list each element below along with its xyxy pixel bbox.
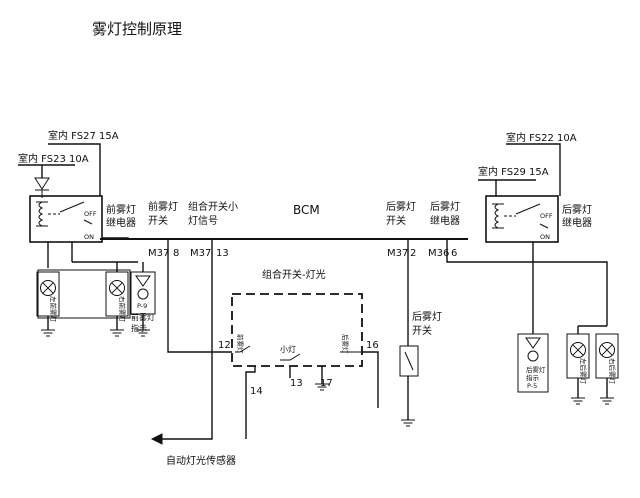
fs29-wire: [478, 179, 536, 196]
rear-fog-switch: [399, 345, 419, 377]
combo-switch-label: 组合开关-灯光: [262, 268, 326, 281]
rear-fog-relay: OFF ON: [485, 195, 559, 243]
front-relay-label: 前雾灯 继电器: [106, 203, 136, 229]
front-lamp-right-label: 右前雾灯: [118, 296, 127, 323]
combo-small-lamp-tag: 小灯: [280, 344, 296, 354]
fuse-fs29-label: 室内 FS29 15A: [478, 165, 549, 178]
svg-text:前雾灯: 前雾灯: [106, 203, 136, 216]
auto-light-sensor-label: 自动灯光传感器: [166, 454, 236, 467]
bcm-rear-fog-relay-label-1: 后雾灯: [430, 201, 460, 213]
fuse-fs27-label: 室内 FS27 15A: [48, 129, 119, 142]
rear-fog-switch-label-2: 开关: [412, 324, 432, 337]
pin-m37-2-number: 2: [410, 248, 416, 259]
rear-lamp-left-label: 左后雾灯: [579, 358, 588, 385]
front-relay-on: ON: [84, 233, 94, 241]
svg-text:P-9: P-9: [137, 302, 147, 310]
ground-icon: [400, 419, 416, 427]
relay-contact-icon: [515, 203, 541, 215]
front-lamp-group-frame: [37, 269, 131, 319]
front-fog-indicator: P-9: [130, 271, 156, 315]
rear-indicator-code: P-5: [527, 382, 537, 390]
page-title: 雾灯控制原理: [92, 20, 183, 38]
front-relay-output-wire: [47, 242, 138, 263]
ground-icon: [599, 397, 615, 405]
pin-m37-8-connector: M37: [148, 248, 169, 259]
ground-icon: [109, 329, 125, 337]
combo-pin-12: 12: [218, 340, 231, 351]
bcm-rear-fog-switch-label-2: 开关: [386, 214, 406, 227]
bcm-front-fog-switch-label-2: 开关: [148, 214, 168, 227]
fs22-wire: [506, 143, 561, 196]
combo-pin-13: 13: [290, 378, 303, 389]
pin-m36-6-number: 6: [451, 248, 457, 259]
bcm-front-fog-switch-label-1: 前雾灯: [148, 200, 178, 213]
rear-relay-on: ON: [540, 233, 550, 241]
combo-pin-16: 16: [366, 340, 379, 351]
pin-m37-13-connector: M37: [190, 248, 211, 259]
svg-text:继电器: 继电器: [562, 216, 592, 229]
fs23-wire: [18, 164, 75, 178]
combo-switch-box: [231, 293, 363, 367]
ground-icon: [40, 329, 56, 337]
fuse-fs22-label: 室内 FS22 10A: [506, 131, 577, 144]
pin-m37-2-connector: M37: [387, 248, 408, 259]
relay-coil-icon: [38, 201, 44, 227]
bcm-combo-small-lamp-label-1: 组合开关小: [188, 200, 238, 213]
combo-pin-14: 14: [250, 386, 263, 397]
rear-relay-output-wire: [532, 242, 608, 326]
wire-combo-16: [362, 351, 379, 408]
arrow-left-icon: [150, 433, 163, 445]
rear-relay-off: OFF: [540, 212, 553, 220]
fuse-fs23-label: 室内 FS23 10A: [18, 152, 89, 165]
pin-m36-6-connector: M36: [428, 248, 449, 259]
rear-fog-switch-label-1: 后雾灯: [412, 311, 442, 323]
relay-coil-icon: [494, 203, 500, 229]
bcm-rear-fog-relay-label-2: 继电器: [430, 214, 460, 227]
rear-fog-indicator: [517, 333, 549, 393]
front-relay-off: OFF: [84, 210, 97, 218]
wire-combo-14: [245, 366, 256, 439]
svg-text:后雾灯: 后雾灯: [562, 204, 592, 216]
relay-contact-icon: [59, 201, 85, 213]
ground-icon: [570, 397, 586, 405]
front-indicator-label: 前雾灯 指示: [131, 312, 158, 333]
bcm-rear-fog-switch-label-1: 后雾灯: [386, 201, 416, 213]
rear-relay-label: 后雾灯 继电器: [562, 204, 592, 229]
combo-front-fog-tag: 前雾灯: [236, 334, 245, 354]
front-fog-relay: OFF ON: [29, 195, 103, 243]
wire-front-fog-switch: [167, 239, 232, 353]
rear-indicator-label: 后雾灯 指示: [526, 365, 548, 382]
bcm-label: BCM: [293, 203, 320, 217]
front-lamp-left-label: 左前雾灯: [49, 296, 58, 323]
svg-text:继电器: 继电器: [106, 216, 136, 229]
pin-m37-13-number: 13: [216, 248, 229, 259]
combo-rear-fog-tag: 后雾灯: [341, 334, 350, 354]
wire-auto-sensor: [162, 239, 213, 440]
bcm-combo-small-lamp-label-2: 灯信号: [188, 215, 218, 227]
diode-icon: [34, 177, 50, 198]
pin-m37-8-number: 8: [173, 248, 179, 259]
rear-lamp-right-label: 右后雾灯: [608, 358, 617, 385]
wire-rear-fog-relay: [446, 239, 533, 263]
fs27-wire: [48, 143, 101, 196]
